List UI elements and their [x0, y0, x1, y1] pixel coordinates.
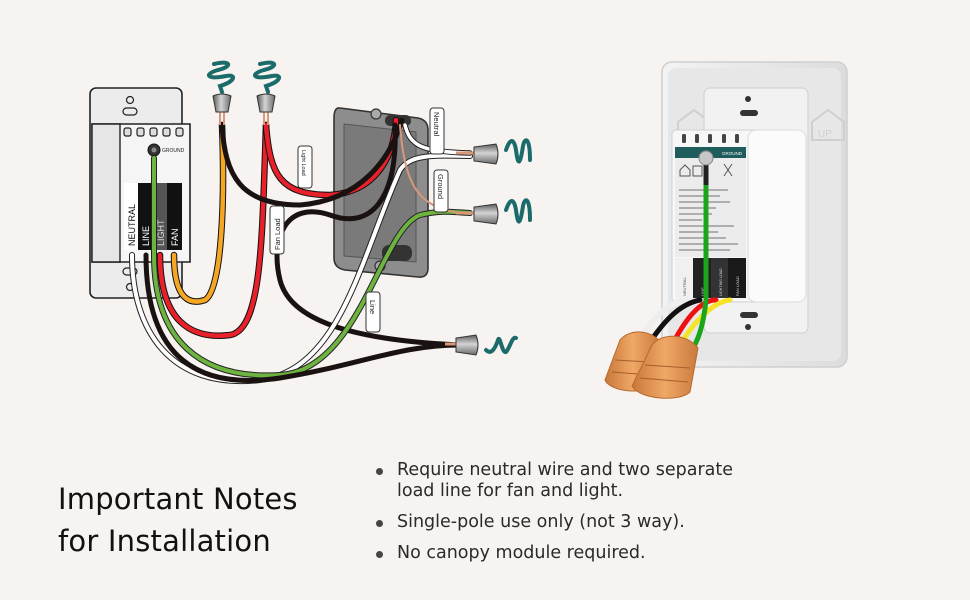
bullet-icon: [376, 468, 383, 475]
terminal-label-line: LINE: [141, 226, 151, 246]
wiring-diagram: GROUND NEUTRAL LINE LIGHT FAN: [89, 60, 848, 399]
product-label-icons: [679, 163, 733, 177]
note-item-text-line2: load line for fan and light.: [397, 481, 624, 501]
product-terminal-lighting: [711, 258, 728, 298]
wire-nut-light: [256, 93, 276, 125]
notes-title-line1: Important Notes: [58, 482, 298, 516]
notes-title-line2: for Installation: [58, 524, 271, 558]
terminal-label-light: LIGHT: [156, 219, 166, 246]
fan-load-wire: [219, 117, 405, 208]
up-mark-right: UP: [811, 108, 845, 141]
terminal-label-neutral: NEUTRAL: [127, 204, 137, 246]
product-strap-hole-top: [745, 96, 751, 102]
switch-device: GROUND NEUTRAL LINE LIGHT FAN: [89, 87, 191, 299]
fan-wire-core: [171, 122, 226, 304]
product-terminal-label-neutral: NEUTRAL: [682, 277, 687, 296]
terminal-neutral-bg: [124, 183, 138, 250]
switch-ground-label: GROUND: [162, 148, 185, 154]
junction-box: [333, 107, 429, 278]
tag-fan-load: Fan Load: [269, 205, 285, 255]
wire-tags: Light Load Fan Load Neutral Ground Line: [269, 107, 449, 333]
terminal-line-bg: [138, 183, 153, 250]
line-wire: [143, 252, 463, 383]
product-ground-label: GROUND: [722, 151, 743, 156]
wire-nut-fan: [212, 93, 232, 125]
tag-line-text: Line: [368, 300, 377, 314]
product-terminal-label-fan: FAN LOAD: [735, 276, 740, 296]
wire-nut-neutral: [456, 143, 499, 165]
twist-arrow-icon: [253, 60, 282, 94]
tag-light-load: Light Load: [297, 145, 313, 189]
tag-neutral-text: Neutral: [432, 112, 441, 137]
weee-bin-icon: [723, 163, 733, 177]
twist-arrow-icon: [484, 335, 518, 354]
tag-neutral: Neutral: [429, 107, 445, 155]
tag-fan-load-text: Fan Load: [273, 218, 282, 250]
product-wire-nut-2: [631, 335, 699, 399]
note-item: Single-pole use only (not 3 way).: [374, 512, 817, 533]
wire-nuts: [212, 93, 499, 356]
wire-nut-line: [445, 334, 479, 356]
bullet-icon: [376, 551, 383, 558]
product-ground-screw: [698, 150, 714, 166]
twist-arrows: [207, 60, 532, 354]
strap-screw-hole-top: [125, 95, 135, 105]
note-item-text-line1: No canopy module required.: [397, 543, 646, 563]
box-screw-top: [370, 108, 382, 120]
twist-arrow-icon: [504, 138, 532, 164]
twist-arrow-icon: [207, 60, 236, 94]
notes-title: Important Notes for Installation: [58, 478, 298, 562]
tag-ground: Ground: [433, 169, 449, 213]
junction-box-inner: [343, 123, 417, 263]
svg-text:UP: UP: [818, 129, 832, 140]
switch-side: [91, 123, 121, 263]
tag-ground-text: Ground: [436, 174, 445, 199]
product-strap-slot-bottom: [740, 312, 758, 318]
wire-nut-ground: [456, 203, 499, 225]
home-icon: [679, 164, 691, 177]
product-vents: [682, 134, 739, 143]
twist-arrow-icon: [504, 198, 532, 224]
note-item-text-line1: Require neutral wire and two separate: [397, 460, 734, 480]
ground-wire-core: [152, 156, 472, 378]
note-item: No canopy module required.: [374, 543, 817, 564]
note-item: Require neutral wire and two separate lo…: [374, 460, 817, 502]
product-illustration: UP UP GROUND: [604, 61, 848, 399]
bullet-icon: [376, 520, 383, 527]
box-ground-copper: [399, 124, 471, 215]
product-strap-slot-top: [740, 110, 758, 116]
product-terminal-neutral: [675, 258, 693, 298]
product-terminal-label-line: LINE: [700, 287, 705, 296]
note-item-text-line1: Single-pole use only (not 3 way).: [397, 512, 685, 532]
product-terminal-label-lighting: LIGHTING LOAD: [719, 268, 723, 296]
tag-light-load-text: Light Load: [300, 150, 306, 176]
neutral-wire-core: [130, 153, 472, 384]
square-icon: [692, 165, 703, 177]
terminal-fan-bg: [167, 183, 182, 250]
terminal-label-fan: FAN: [170, 228, 180, 246]
tag-line: Line: [365, 291, 381, 333]
notes-list: Require neutral wire and two separate lo…: [374, 460, 817, 574]
light-wire-core: [157, 122, 269, 338]
product-body-side: [747, 129, 807, 303]
strap-slot-top: [122, 107, 138, 116]
ground-screw-center: [151, 147, 157, 153]
product-strap-hole-bottom: [745, 324, 751, 330]
product-terminal-fan: [728, 258, 746, 298]
switch-vents: [123, 127, 184, 137]
wires: [129, 116, 473, 385]
